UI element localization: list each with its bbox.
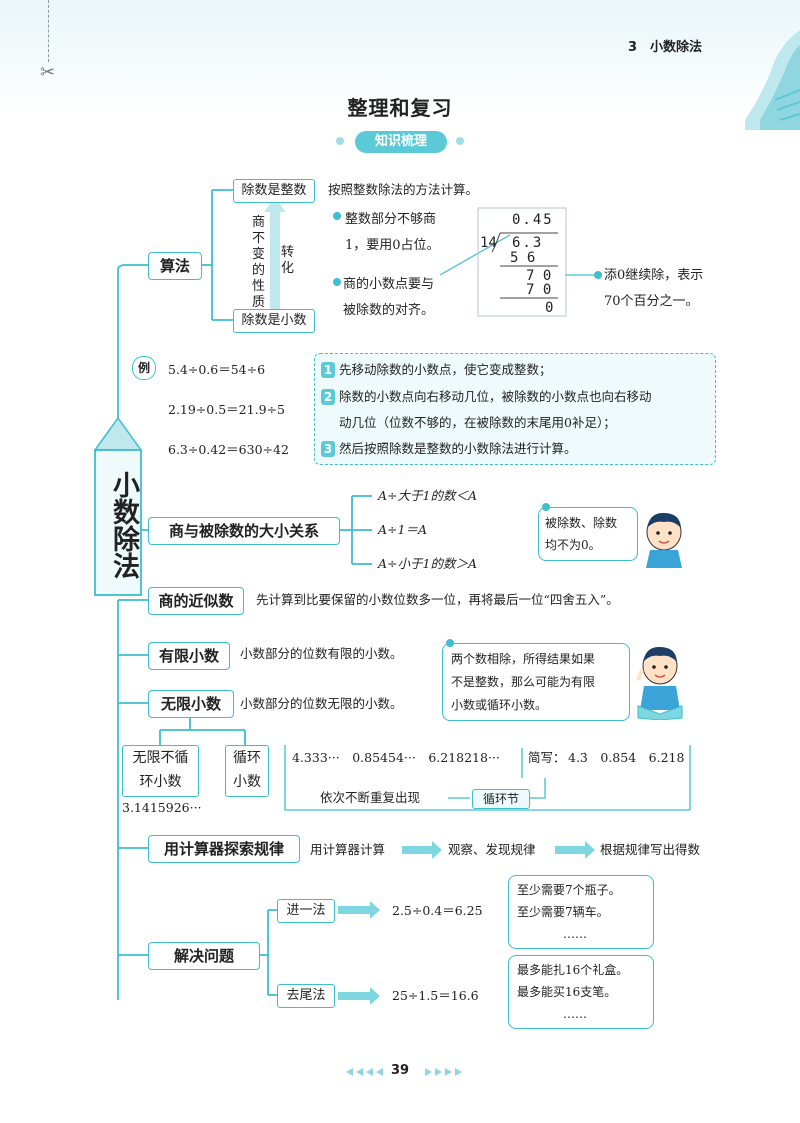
short-label: 简写：: [528, 744, 566, 772]
note-line: 1，要用0占位。: [345, 233, 440, 259]
round-up-eq: 2.5÷0.4＝6.25: [392, 897, 483, 925]
short-values: 4.3̇ 0.85̇4̇ 6.2̇18̇: [568, 744, 684, 772]
step-2: 2 除数的小数点向右移动几位，被除数的小数点也向右移动: [321, 383, 652, 411]
solve-node: 解决问题: [148, 942, 260, 970]
main-topic: 小数除法: [95, 455, 141, 595]
calc-step-2: 观察、发现规律: [448, 836, 536, 864]
round-up-node: 进一法: [277, 899, 335, 923]
example-line: 最多能买16支笔。: [517, 981, 645, 1003]
note-line: 被除数的对齐。: [343, 298, 434, 324]
round-up-bubble: 至少需要7个瓶子。 至少需要7辆车。 ……: [508, 875, 654, 949]
steps-box: 1 先移动除数的小数点，使它变成整数； 2 除数的小数点向右移动几位，被除数的小数点…: [314, 353, 716, 465]
finite-node: 有限小数: [148, 642, 230, 670]
note-dot-3: [594, 271, 602, 279]
example-line: ……: [517, 923, 645, 945]
finite-desc: 小数部分的位数有限的小数。: [240, 640, 403, 668]
round-up-examples: 至少需要7个瓶子。 至少需要7辆车。 ……: [509, 876, 653, 948]
step-2-cont: 动几位（位数不够的，在被除数的末尾用0补足）；: [339, 409, 616, 437]
note-line: 两个数相除，所得结果如果: [451, 648, 621, 671]
divisor-decimal-node: 除数是小数: [233, 309, 315, 333]
step-num: 2: [321, 389, 335, 405]
note-dot-2: [333, 278, 341, 286]
convert-label: 转化: [281, 245, 295, 277]
step-text: 然后按照除数是整数的小数除法进行计算。: [339, 441, 577, 456]
relation-greater: A÷大于1的数＜A: [378, 482, 477, 510]
bubble-dot: [542, 503, 550, 511]
relation-note-bubble: 被除数、除数 均不为0。: [538, 507, 638, 561]
note-leading-zero: 整数部分不够商 1，要用0占位。: [345, 207, 440, 259]
nonrepeating-example: 3.1415926···: [122, 794, 202, 822]
note-line: 70个百分之一。: [604, 289, 703, 315]
node-line: 小数: [226, 770, 268, 794]
note-line: 小数或循环小数。: [451, 694, 621, 717]
note-line: 不是整数，那么可能为有限: [451, 671, 621, 694]
calculator-node: 用计算器探索规律: [148, 835, 300, 863]
example-line: ……: [517, 1003, 645, 1025]
calc-step-3: 根据规律写出得数: [600, 836, 700, 864]
note-dot-1: [333, 212, 341, 220]
node-line: 环小数: [123, 770, 198, 794]
infinite-node: 无限小数: [148, 690, 234, 718]
example-line: 至少需要7辆车。: [517, 901, 645, 923]
note-line: 添0继续除，表示: [604, 263, 703, 289]
step-3: 3 然后按照除数是整数的小数除法进行计算。: [321, 435, 577, 463]
round-down-examples: 最多能扎16个礼盒。 最多能买16支笔。 ……: [509, 956, 653, 1028]
note-line: 均不为0。: [545, 534, 631, 556]
relation-less: A÷小于1的数＞A: [378, 550, 477, 578]
infinite-note: 两个数相除，所得结果如果 不是整数，那么可能为有限 小数或循环小数。: [443, 644, 629, 721]
approx-desc: 先计算到比要保留的小数位数多一位，再将最后一位“四舍五入”。: [256, 586, 619, 614]
example-eq-1: 5.4÷0.6＝54÷6: [168, 356, 265, 384]
bubble-dot: [446, 639, 454, 647]
example-line: 最多能扎16个礼盒。: [517, 959, 645, 981]
note-align-point: 商的小数点要与 被除数的对齐。: [343, 272, 434, 324]
round-down-node: 去尾法: [277, 984, 335, 1008]
step-1: 1 先移动除数的小数点，使它变成整数；: [321, 356, 552, 384]
approx-node: 商的近似数: [148, 587, 244, 615]
relation-equal: A÷1＝A: [378, 516, 427, 544]
infinite-note-bubble: 两个数相除，所得结果如果 不是整数，那么可能为有限 小数或循环小数。: [442, 643, 630, 721]
algorithm-node: 算法: [148, 252, 202, 280]
page-number: 39: [380, 1063, 420, 1078]
repeating-examples: 4.333··· 0.85454··· 6.218218···: [292, 744, 500, 772]
repeat-desc: 依次不断重复出现: [320, 784, 420, 812]
repeating-node: 循环 小数: [225, 745, 269, 797]
quotient-property-vertical: 商不变的性质: [252, 215, 266, 311]
divisor-integer-desc: 按照整数除法的方法计算。: [328, 176, 478, 204]
note-line: 被除数、除数: [545, 512, 631, 534]
infinite-desc: 小数部分的位数无限的小数。: [240, 690, 403, 718]
ld-quotient: 0.45: [512, 212, 554, 228]
round-down-bubble: 最多能扎16个礼盒。 最多能买16支笔。 ……: [508, 955, 654, 1029]
example-line: 至少需要7个瓶子。: [517, 879, 645, 901]
step-num: 1: [321, 362, 335, 378]
step-text: 除数的小数点向右移动几位，被除数的小数点也向右移动: [339, 389, 652, 404]
cycle-label: 循环节: [472, 789, 530, 809]
round-down-eq: 25÷1.5＝16.6̇: [392, 982, 479, 1010]
note-append-zero: 添0继续除，表示 70个百分之一。: [604, 263, 703, 315]
example-eq-2: 2.19÷0.5＝21.9÷5: [168, 396, 285, 424]
divisor-integer-node: 除数是整数: [233, 179, 315, 203]
node-line: 无限不循: [123, 746, 198, 770]
relation-node: 商与被除数的大小关系: [148, 517, 340, 545]
node-line: 循环: [226, 746, 268, 770]
ld-row3: 7 0: [526, 282, 551, 298]
ld-dividend: 6.3: [512, 235, 543, 251]
note-line: 商的小数点要与: [343, 272, 434, 298]
nonrepeating-node: 无限不循 环小数: [122, 745, 199, 797]
relation-note: 被除数、除数 均不为0。: [539, 508, 637, 560]
note-line: 整数部分不够商: [345, 207, 440, 233]
ld-row1: 5 6: [510, 250, 535, 266]
example-eq-3: 6.3÷0.42＝630÷42: [168, 436, 289, 464]
step-num: 3: [321, 441, 335, 457]
step-text: 先移动除数的小数点，使它变成整数；: [339, 362, 552, 377]
ld-row4: 0: [545, 300, 553, 316]
ld-divisor: 14: [480, 235, 497, 251]
boy-reading-icon: [630, 640, 690, 720]
example-badge: 例: [132, 356, 156, 380]
calc-step-1: 用计算器计算: [310, 836, 385, 864]
boy-avatar-icon: [640, 508, 688, 568]
